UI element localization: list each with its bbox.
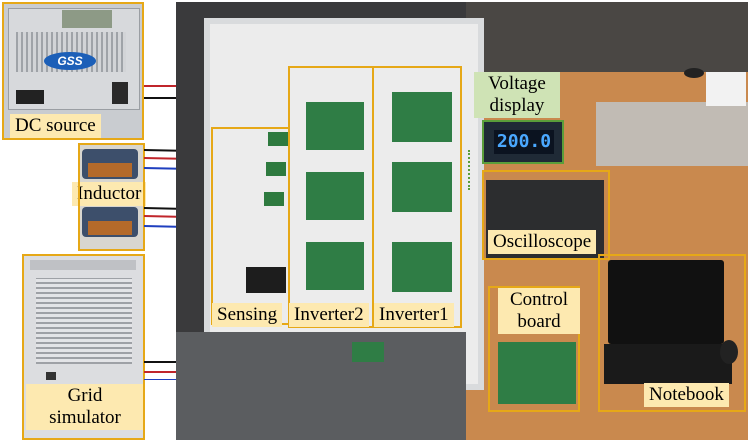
gss-logo: GSS xyxy=(44,52,96,70)
oscilloscope-box xyxy=(482,170,610,260)
label-sensing: Sensing xyxy=(212,303,283,327)
control-label-line1: Control xyxy=(509,289,569,310)
label-voltage-display: Voltage display xyxy=(474,72,560,118)
voltage-label-line1: Voltage xyxy=(488,73,546,94)
main-photo: 200.0 xyxy=(176,2,748,440)
label-oscilloscope: Oscilloscope xyxy=(488,230,597,254)
voltage-label-line2: display xyxy=(489,95,545,116)
notebook-device xyxy=(608,260,724,344)
label-inverter1: Inverter1 xyxy=(374,303,454,327)
voltage-connector xyxy=(468,150,484,190)
inverter2-box xyxy=(288,66,374,328)
label-grid-simulator: Grid simulator xyxy=(26,384,144,430)
grid-simulator-box xyxy=(22,254,145,440)
label-inductor: Inductor xyxy=(72,182,147,206)
label-dc-source: DC source xyxy=(10,114,101,138)
inverter1-box xyxy=(372,66,462,328)
grid-label-line1: Grid xyxy=(67,385,103,406)
voltage-reading: 200.0 xyxy=(494,130,554,154)
dc-source-photo: GSS xyxy=(2,2,144,138)
notebook-box xyxy=(598,254,746,412)
label-control-board: Control board xyxy=(498,288,580,334)
inductor-box xyxy=(78,143,145,251)
label-inverter2: Inverter2 xyxy=(289,303,369,327)
voltage-display-device: 200.0 xyxy=(482,120,564,164)
control-label-line2: board xyxy=(517,311,561,332)
control-board-device xyxy=(498,342,576,404)
label-notebook: Notebook xyxy=(644,383,729,407)
dc-source-lcd xyxy=(62,10,112,28)
sensing-box xyxy=(211,127,290,325)
control-board-box xyxy=(488,286,580,412)
grid-label-line2: simulator xyxy=(49,407,121,428)
dc-source-box xyxy=(2,2,144,140)
